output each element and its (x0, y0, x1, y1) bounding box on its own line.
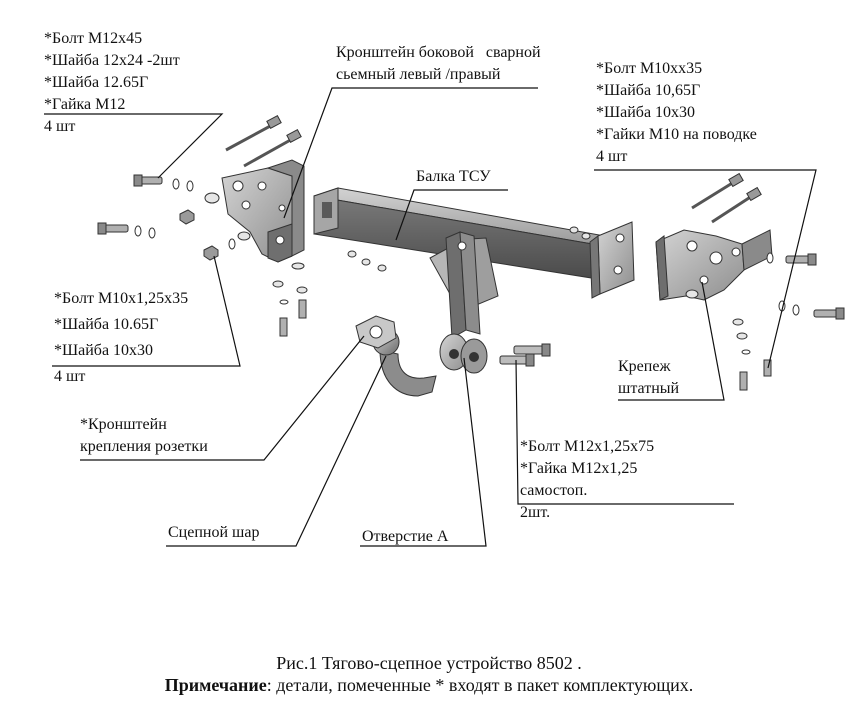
label-line: *Шайба 12.65Г (44, 74, 149, 91)
label-line: Кронштейн боковой сварной (336, 44, 541, 61)
label-beam: Балка ТСУ (416, 168, 491, 185)
label-fastener-standard: Крепеж штатный (618, 356, 679, 400)
hitch-ball-assembly (355, 315, 437, 397)
drawbar (429, 231, 499, 374)
label-bolt-m12x125: *Болт M12x1,25x75 *Гайка M12x1,25 самост… (520, 436, 654, 524)
note-label: Примечание (164, 675, 267, 695)
label-bolt-m10-right: *Болт M10xx35 *Шайба 10,65Г *Шайба 10x30… (596, 58, 757, 168)
label-hole-a: Отверстие А (362, 528, 449, 545)
hitch-pins (499, 343, 551, 367)
label-hitch-ball: Сцепной шар (168, 524, 260, 541)
label-socket-bracket: *Кронштейн крепления розетки (80, 414, 208, 458)
label-line: *Шайба 10x30 (596, 104, 696, 121)
right-top-bolts (691, 172, 762, 224)
label-line: крепления розетки (80, 438, 208, 455)
label-line: *Гайка M12x1,25 (520, 460, 638, 477)
label-line: 4 шт (44, 118, 76, 135)
label-line: *Шайба 10,65Г (596, 82, 701, 99)
label-line: Крепеж (618, 358, 671, 375)
label-line: самостоп. (520, 482, 588, 499)
label-line: *Гайки M10 на поводке (596, 126, 757, 143)
label-line: *Болт M10x1,25x35 (54, 290, 189, 307)
left-fasteners (97, 174, 308, 337)
label-line: *Шайба 10x30 (54, 342, 154, 359)
label-line: *Болт M10xx35 (596, 60, 703, 77)
label-line: *Кронштейн (80, 416, 167, 433)
label-line: *Гайка M12 (44, 96, 126, 113)
figure-caption: Рис.1 Тягово-сцепное устройство 8502 . (276, 653, 582, 673)
label-line: 4 шт (596, 148, 628, 165)
label-line: сьемный левый /правый (336, 66, 501, 83)
label-line: *Шайба 10.65Г (54, 316, 159, 333)
label-line: 2шт. (520, 504, 551, 521)
right-fasteners (685, 252, 845, 391)
beam-small-fasteners (347, 226, 591, 272)
label-bolt-m10x125: *Болт M10x1,25x35 *Шайба 10.65Г *Шайба 1… (54, 286, 188, 390)
note-text: : детали, помеченные * входят в пакет ко… (266, 675, 694, 695)
label-line: *Болт M12x45 (44, 30, 143, 47)
leader-lines (44, 87, 817, 547)
label-line: *Болт M12x1,25x75 (520, 438, 655, 455)
right-side-bracket (655, 229, 773, 301)
left-side-bracket (221, 159, 305, 263)
left-top-bolts (225, 114, 302, 168)
label-side-bracket: Кронштейн боковой сварной сьемный левый … (336, 42, 541, 86)
label-line: 4 шт (54, 368, 86, 385)
label-line: штатный (618, 380, 680, 397)
label-line: *Шайба 12x24 -2шт (44, 52, 180, 69)
label-bolt-m12x45: *Болт M12x45 *Шайба 12x24 -2шт *Шайба 12… (44, 28, 180, 138)
figure-note: Примечание: детали, помеченные * входят … (0, 674, 858, 696)
